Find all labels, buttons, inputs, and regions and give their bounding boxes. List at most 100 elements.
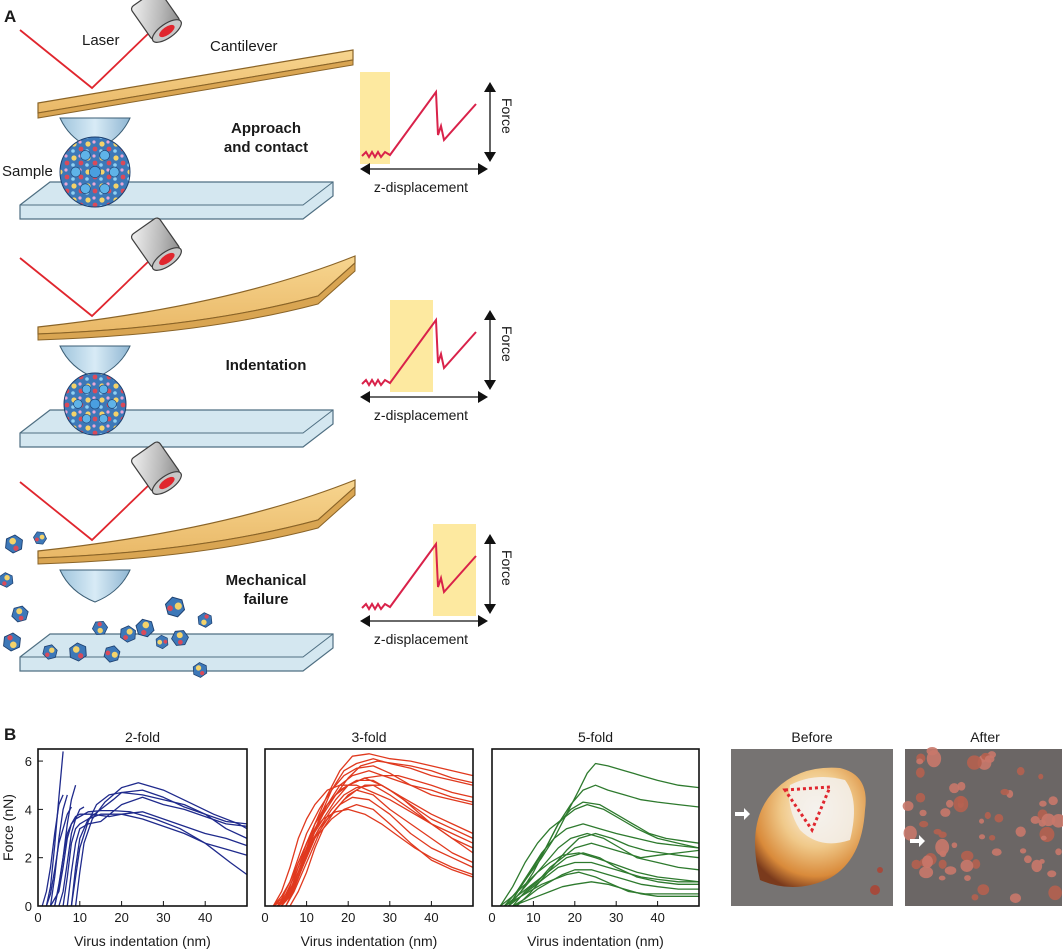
virus-particle bbox=[63, 372, 127, 436]
stage-highlight bbox=[433, 524, 476, 616]
series-line bbox=[503, 823, 700, 907]
series-line bbox=[512, 842, 700, 907]
stage-highlight bbox=[360, 72, 390, 164]
arrow-marker-before bbox=[735, 808, 750, 820]
x-tick-label: 30 bbox=[383, 910, 397, 925]
debris-blob bbox=[957, 781, 966, 791]
debris-blob bbox=[1048, 796, 1058, 806]
series-line bbox=[512, 881, 699, 907]
capsid-fragment bbox=[3, 632, 21, 652]
laser-label: Laser bbox=[82, 32, 120, 49]
series-line bbox=[49, 794, 68, 907]
capsid-fragment bbox=[103, 645, 121, 663]
debris-blob bbox=[902, 801, 914, 812]
capsid-fragment bbox=[11, 605, 29, 623]
chart-title: 3-fold bbox=[351, 729, 386, 745]
sample-label: Sample bbox=[2, 163, 53, 180]
laser-source bbox=[130, 217, 182, 271]
debris-blob bbox=[1039, 800, 1047, 807]
x-tick-label: 40 bbox=[650, 910, 664, 925]
afm-before-image: Before bbox=[731, 729, 893, 906]
series-line bbox=[285, 803, 474, 907]
capsid-fragment bbox=[33, 531, 47, 545]
series-line bbox=[41, 794, 64, 907]
series-line bbox=[74, 782, 248, 907]
series-line bbox=[62, 813, 248, 907]
debris-blob bbox=[1009, 893, 1022, 903]
series-line bbox=[54, 811, 248, 907]
series-line bbox=[281, 796, 474, 907]
debris-blob bbox=[951, 842, 958, 849]
stage-title-line: Approach bbox=[231, 120, 301, 137]
chart-frame bbox=[37, 748, 248, 907]
debris-blob bbox=[1015, 826, 1026, 837]
stage-highlight bbox=[390, 300, 433, 392]
afm-after-image: After bbox=[902, 729, 1063, 906]
debris-blob bbox=[940, 808, 951, 817]
stage-title-line: and contact bbox=[224, 139, 308, 156]
debris-blob bbox=[989, 834, 996, 841]
debris-blob bbox=[935, 838, 950, 856]
series-line bbox=[503, 852, 699, 907]
debris-blob bbox=[1024, 855, 1032, 864]
debris-blob bbox=[984, 755, 995, 763]
capsid-fragment bbox=[171, 630, 189, 646]
debris-blob bbox=[938, 859, 947, 869]
y-tick-label: 6 bbox=[25, 754, 32, 769]
chart-frame bbox=[491, 748, 700, 907]
series-line bbox=[508, 784, 700, 907]
panel-a-letter: A bbox=[4, 7, 16, 26]
debris-blob bbox=[978, 834, 986, 840]
debris-blob bbox=[971, 894, 979, 901]
debris-blob bbox=[922, 855, 933, 869]
x-tick-label: 10 bbox=[299, 910, 313, 925]
debris-blob bbox=[1041, 813, 1056, 827]
series-line bbox=[508, 861, 699, 907]
capsid-fragment bbox=[135, 618, 155, 638]
laser-beam bbox=[19, 257, 153, 318]
debris-blob bbox=[915, 767, 925, 778]
x-tick-label: 0 bbox=[34, 910, 41, 925]
x-tick-label: 40 bbox=[424, 910, 438, 925]
virus-particle bbox=[59, 136, 131, 208]
force-trace bbox=[361, 317, 477, 387]
z-axis-label: z-displacement bbox=[374, 179, 468, 195]
cantilever-label: Cantilever bbox=[210, 38, 278, 55]
substrate-slide bbox=[19, 633, 334, 672]
series-line bbox=[272, 774, 474, 907]
debris-blob bbox=[926, 746, 938, 756]
debris-blob bbox=[991, 848, 1002, 856]
afm-after-title: After bbox=[970, 729, 1000, 745]
debris-blob bbox=[949, 783, 960, 794]
laser-source bbox=[130, 441, 182, 495]
series-line bbox=[66, 796, 248, 907]
series-line bbox=[289, 784, 474, 907]
z-axis-label: z-displacement bbox=[374, 631, 468, 647]
laser-beam bbox=[19, 29, 153, 90]
triangle-marker bbox=[782, 785, 833, 834]
x-tick-label: 40 bbox=[198, 910, 212, 925]
x-axis-label: Virus indentation (nm) bbox=[301, 933, 438, 949]
force-trace bbox=[361, 541, 477, 611]
x-tick-label: 20 bbox=[341, 910, 355, 925]
capsid-fragment bbox=[120, 625, 136, 643]
afm-tip bbox=[59, 569, 131, 603]
y-tick-label: 0 bbox=[25, 899, 32, 914]
debris-blob bbox=[966, 755, 982, 770]
debris-blob bbox=[911, 859, 922, 870]
debris-blob bbox=[916, 758, 924, 765]
x-tick-label: 10 bbox=[526, 910, 540, 925]
stage-title-line: Indentation bbox=[226, 357, 307, 374]
debris-blob bbox=[1040, 835, 1047, 841]
series-line bbox=[503, 762, 700, 907]
debris-blob bbox=[915, 792, 926, 803]
capsid-fragment bbox=[69, 642, 87, 662]
debris-blob bbox=[938, 875, 946, 881]
x-axis-label: Virus indentation (nm) bbox=[74, 933, 211, 949]
